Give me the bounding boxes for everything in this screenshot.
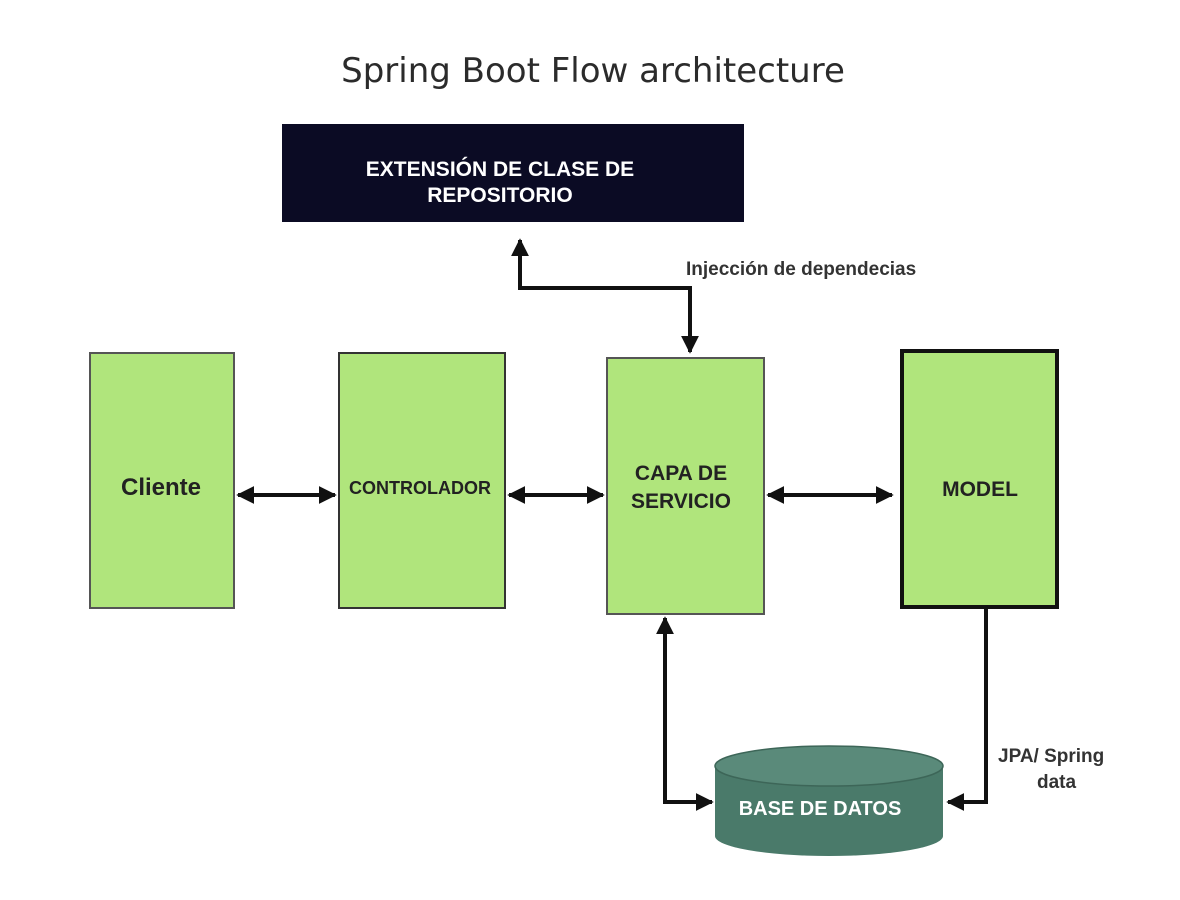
repository-box — [282, 124, 744, 222]
database-label: BASE DE DATOS — [739, 798, 902, 820]
repository-label-line2: REPOSITORIO — [427, 184, 572, 207]
dependency-injection-connector — [511, 238, 699, 354]
jpa-label-line2: data — [1037, 772, 1077, 793]
diagram-title: Spring Boot Flow architecture — [341, 51, 845, 91]
service-label-line1: CAPA DE — [635, 462, 727, 485]
service-layer-box — [606, 357, 765, 615]
service-database-connector — [656, 616, 714, 811]
controller-box — [338, 352, 506, 609]
service-label-line2: SERVICIO — [631, 490, 731, 513]
jpa-label-line1: JPA/ Spring — [998, 746, 1104, 767]
controller-label: CONTROLADOR — [349, 478, 491, 498]
model-box — [900, 349, 1059, 609]
client-box — [89, 352, 235, 609]
database-cylinder — [714, 745, 944, 856]
model-label: MODEL — [942, 478, 1018, 501]
repository-label-line1: EXTENSIÓN DE CLASE DE — [366, 157, 634, 181]
dependency-injection-label: Injección de dependecias — [686, 259, 916, 280]
client-label: Cliente — [121, 474, 201, 501]
model-database-connector — [946, 609, 988, 811]
